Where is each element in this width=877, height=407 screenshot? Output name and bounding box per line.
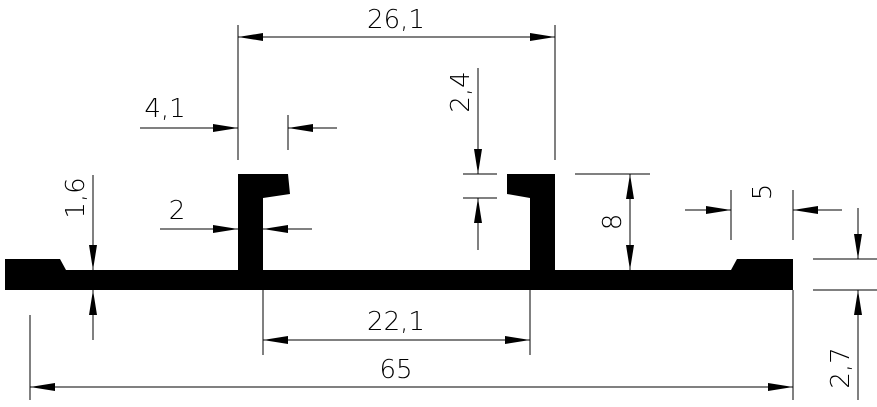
dimension-inner-span: 22,1 (262, 290, 531, 355)
dimension-wall-thickness: 2 (160, 196, 312, 233)
label-overall-width: 65 (379, 355, 412, 385)
dimension-slot-height: 8 (575, 173, 650, 270)
dimension-right-height: 2,7 (813, 208, 877, 400)
label-inner-span: 22,1 (367, 307, 425, 337)
label-base-thickness: 1,6 (61, 177, 91, 218)
dimension-top-left-width: 4,1 (140, 94, 337, 150)
extrusion-profile (5, 174, 793, 290)
dimension-lip-gap: 2,4 (446, 68, 497, 250)
label-top-span: 26,1 (367, 5, 425, 35)
label-lip-gap: 2,4 (446, 71, 476, 112)
label-right-height: 2,7 (826, 347, 856, 388)
label-wall-thickness: 2 (169, 196, 186, 226)
dimension-overall-width: 65 (29, 290, 794, 400)
dimension-right-step: 5 (685, 184, 842, 240)
label-slot-height: 8 (598, 214, 628, 231)
dimension-top-span: 26,1 (237, 5, 556, 160)
label-right-step: 5 (748, 184, 778, 201)
dimension-base-thickness: 1,6 (61, 175, 97, 340)
label-top-left-width: 4,1 (144, 94, 185, 124)
